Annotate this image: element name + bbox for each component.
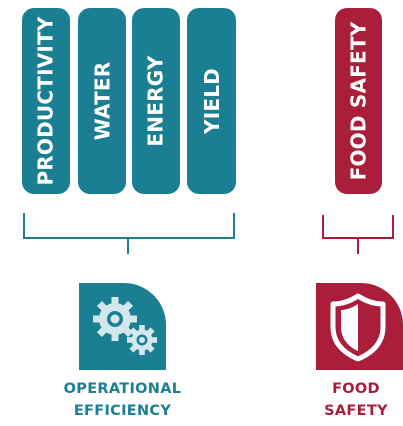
food-bracket-stem bbox=[357, 239, 359, 254]
pillar-productivity: PRODUCTIVITY bbox=[22, 8, 70, 194]
pillar-water-label: WATER bbox=[90, 61, 115, 141]
operational-efficiency-caption: OPERATIONAL EFFICIENCY bbox=[52, 378, 193, 422]
pillar-food-safety-label: FOOD SAFETY bbox=[346, 21, 371, 181]
pillar-water: WATER bbox=[78, 8, 126, 194]
shield-icon bbox=[330, 293, 386, 362]
pillar-productivity-label: PRODUCTIVITY bbox=[34, 16, 59, 186]
food-tile bbox=[316, 283, 403, 370]
pillar-food-safety: FOOD SAFETY bbox=[335, 8, 382, 194]
operational-bracket-stem bbox=[127, 239, 129, 254]
operational-bracket-bottom bbox=[23, 237, 235, 239]
pillar-yield: YIELD bbox=[187, 8, 236, 194]
operational-caption-line1: OPERATIONAL bbox=[63, 381, 182, 397]
food-bracket-left bbox=[322, 215, 324, 239]
pillar-yield-label: YIELD bbox=[199, 68, 224, 134]
pillar-energy-label: ENERGY bbox=[144, 55, 168, 147]
gears-icon bbox=[93, 297, 157, 355]
operational-bracket-right bbox=[233, 213, 235, 239]
operational-caption-line2: EFFICIENCY bbox=[73, 403, 172, 419]
food-bracket-bottom bbox=[322, 237, 394, 239]
operational-bracket-left bbox=[23, 213, 25, 239]
food-safety-caption: FOOD SAFETY bbox=[309, 378, 403, 422]
pillar-energy: ENERGY bbox=[132, 8, 180, 194]
food-caption-line1: FOOD bbox=[332, 381, 380, 397]
operational-tile bbox=[79, 283, 166, 370]
food-caption-line2: SAFETY bbox=[324, 403, 388, 419]
food-bracket-right bbox=[392, 215, 394, 239]
